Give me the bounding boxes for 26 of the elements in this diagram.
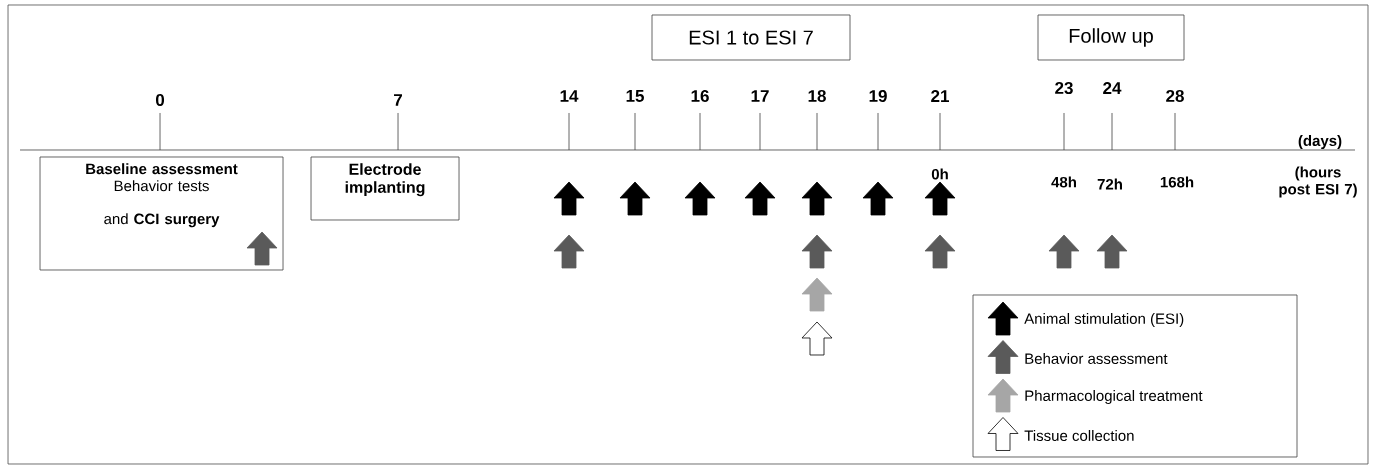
hour-label: 72h [1097, 178, 1122, 190]
day-number: 23 [1055, 81, 1073, 94]
day-number: 24 [1103, 82, 1122, 94]
axis-unit: (hours post ESI 7) [1279, 166, 1357, 198]
day-number: 18 [808, 90, 826, 102]
day-number: 14 [560, 90, 579, 102]
day-number: 28 [1166, 90, 1184, 102]
day-number: 0 [155, 94, 165, 106]
day-number: 7 [394, 94, 402, 106]
legend-text: Animal stimulation (ESI) [1024, 313, 1184, 327]
day-number: 17 [751, 90, 769, 102]
hour-label: 0h [931, 168, 948, 180]
phase-box: Follow up [1037, 14, 1185, 61]
assessment-box: Baseline assessment Behavior tests and CCI surgery [39, 156, 284, 271]
hour-label: 168h [1160, 176, 1194, 188]
procedure-box: Electrode implanting [310, 156, 460, 221]
day-number: 15 [626, 90, 644, 102]
day-number: 21 [931, 90, 949, 102]
day-number: 16 [691, 90, 709, 102]
phase-box: ESI 1 to ESI 7 [651, 14, 851, 61]
hour-label: 48h [1051, 176, 1076, 188]
axis-unit: (days) [1298, 135, 1342, 149]
legend-text: Tissue collection [1024, 430, 1134, 441]
legend-text: Pharmacological treatment [1025, 390, 1203, 404]
legend-text: Behavior assessment [1025, 353, 1168, 364]
day-number: 19 [869, 90, 887, 102]
